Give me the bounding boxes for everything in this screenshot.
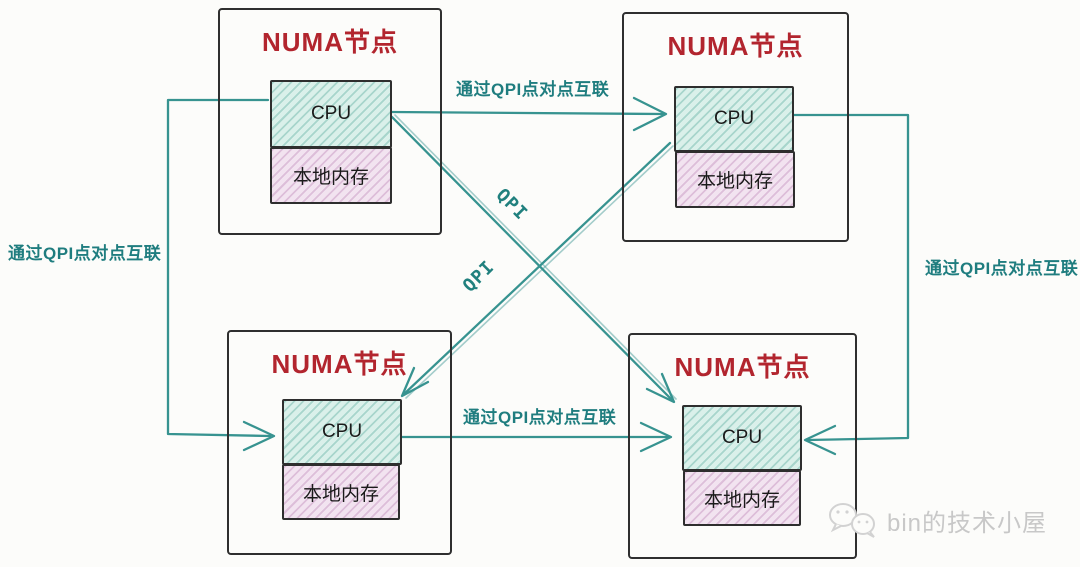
- numa-node-bottom-left: NUMA节点 CPU 本地内存: [227, 330, 452, 555]
- local-memory-label: 本地内存: [292, 167, 369, 188]
- numa-node-title: NUMA节点: [262, 27, 398, 57]
- qpi-link-top-arrow: [632, 96, 668, 132]
- qpi-link-bottom-label: 通过QPI点对点互联: [463, 408, 617, 427]
- numa-node-bottom-right: NUMA节点 CPU 本地内存: [628, 333, 857, 559]
- qpi-link-diagonal-down-line: [390, 115, 675, 403]
- numa-node-top-right: NUMA节点 CPU 本地内存: [622, 12, 849, 242]
- cpu-label: CPU: [713, 108, 755, 129]
- local-memory-box: 本地内存: [282, 464, 400, 520]
- cpu-box: CPU: [674, 86, 794, 152]
- numa-node-title: NUMA节点: [271, 349, 408, 379]
- qpi-link-diagonal-up-arrow: [400, 366, 430, 398]
- local-memory-label: 本地内存: [302, 483, 379, 505]
- qpi-link-diagonal-down-arrow: [645, 372, 676, 404]
- cpu-box: CPU: [270, 80, 392, 148]
- cpu-box: CPU: [682, 405, 802, 471]
- qpi-link-left-label: 通过QPI点对点互联: [8, 244, 162, 263]
- cpu-box: CPU: [282, 399, 402, 465]
- qpi-link-top-line: [389, 110, 666, 116]
- wechat-icon: [829, 503, 875, 538]
- numa-node-title: NUMA节点: [667, 31, 804, 61]
- watermark: bin的技术小屋: [828, 498, 1047, 542]
- qpi-link-right-arrow: [803, 424, 837, 456]
- cpu-label: CPU: [321, 421, 363, 442]
- qpi-link-right-line: [790, 113, 910, 442]
- local-memory-box: 本地内存: [683, 470, 801, 526]
- numa-node-top-left: NUMA节点 CPU 本地内存: [218, 8, 442, 235]
- qpi-link-right-label: 通过QPI点对点互联: [925, 259, 1079, 278]
- local-memory-label: 本地内存: [703, 489, 780, 511]
- qpi-link-diagonal-up-line: [401, 141, 672, 397]
- local-memory-label: 本地内存: [696, 171, 773, 192]
- watermark-text: bin的技术小屋: [887, 509, 1048, 537]
- qpi-link-bottom-arrow: [639, 421, 673, 453]
- cpu-label: CPU: [721, 427, 763, 448]
- numa-node-title: NUMA节点: [674, 352, 811, 382]
- cpu-label: CPU: [310, 103, 352, 124]
- local-memory-box: 本地内存: [270, 147, 392, 204]
- qpi-link-left-arrow: [242, 420, 276, 452]
- local-memory-box: 本地内存: [675, 151, 795, 208]
- qpi-link-top-label: 通过QPI点对点互联: [456, 80, 610, 99]
